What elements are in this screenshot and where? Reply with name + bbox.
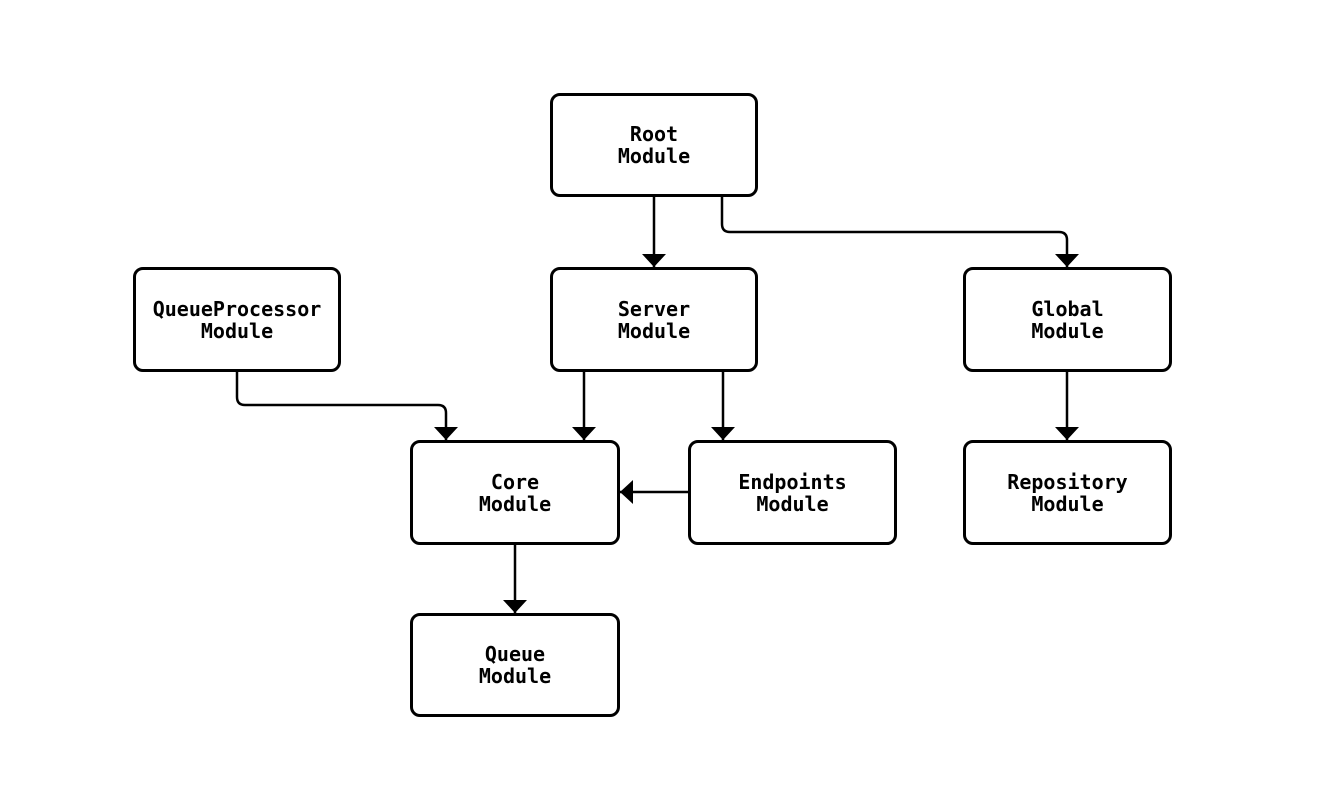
node-root-module: Root Module bbox=[550, 93, 758, 197]
node-root-module-label: Root Module bbox=[617, 122, 691, 168]
node-endpoints-module-label: Endpoints Module bbox=[738, 469, 847, 516]
node-queueprocessor-module-label: QueueProcessor Module bbox=[152, 296, 322, 343]
node-queue-module-label: Queue Module bbox=[478, 642, 552, 688]
edge-root-to-global bbox=[720, 197, 1079, 267]
node-endpoints-module: Endpoints Module bbox=[688, 440, 897, 545]
node-core-module-label: Core Module bbox=[478, 469, 552, 516]
node-core-module: Core Module bbox=[410, 440, 620, 545]
node-queueprocessor-module: QueueProcessor Module bbox=[133, 267, 341, 372]
node-global-module-label: Global Module bbox=[1031, 296, 1104, 343]
node-repository-module-label: Repository Module bbox=[1007, 469, 1128, 516]
node-repository-module: Repository Module bbox=[963, 440, 1172, 545]
node-queue-module: Queue Module bbox=[410, 613, 620, 717]
node-global-module: Global Module bbox=[963, 267, 1172, 372]
edge-queueprocessor-to-core bbox=[235, 372, 458, 440]
node-server-module: Server Module bbox=[550, 267, 758, 372]
node-server-module-label: Server Module bbox=[617, 296, 691, 343]
